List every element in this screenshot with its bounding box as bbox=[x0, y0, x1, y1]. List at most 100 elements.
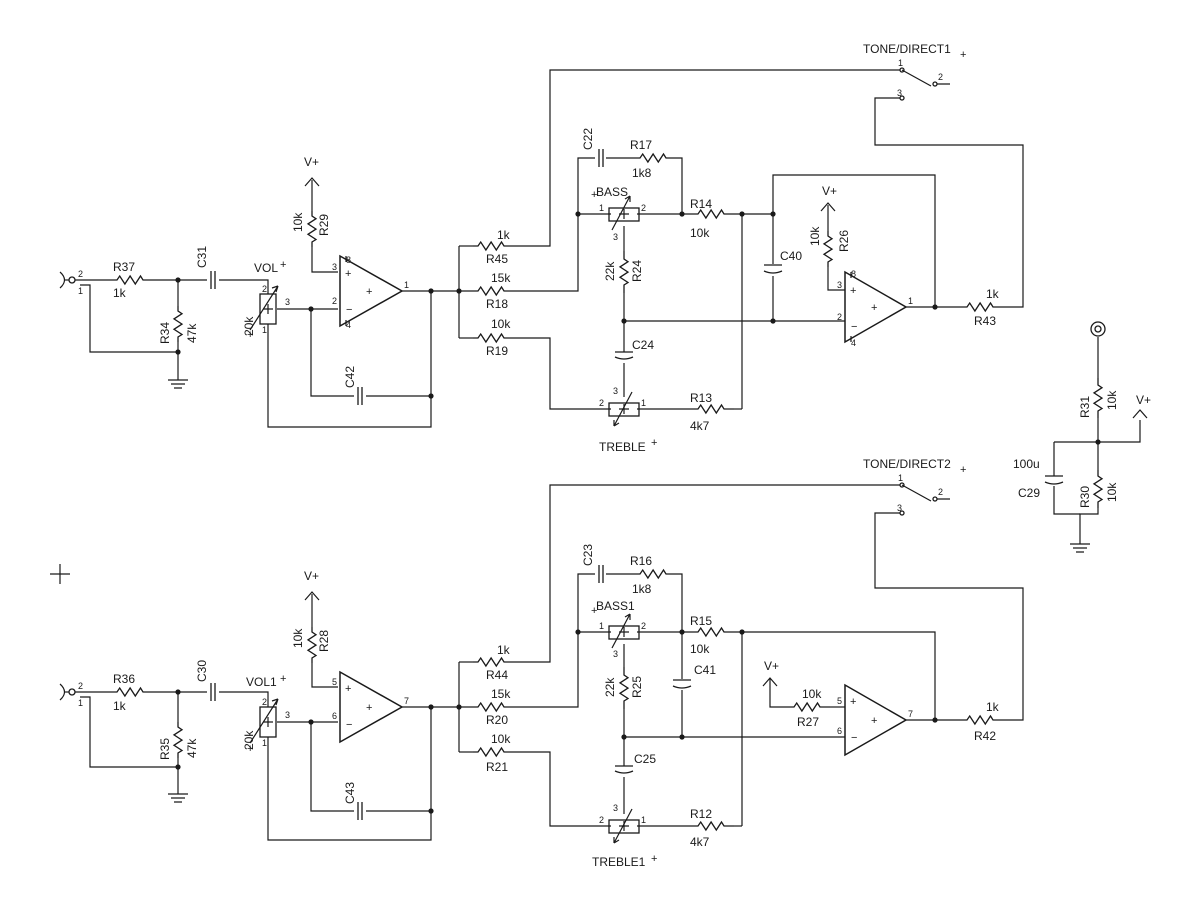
pin-number: 4 bbox=[851, 338, 856, 348]
junction bbox=[175, 349, 181, 355]
op-amp-minus-sign: − bbox=[851, 321, 857, 333]
pin-number: 2 bbox=[599, 398, 604, 408]
junction bbox=[456, 704, 462, 710]
label-r15: R15 bbox=[690, 614, 712, 628]
junction bbox=[575, 629, 581, 635]
resistor-r37 bbox=[109, 274, 153, 286]
op-amp-minus-sign: − bbox=[346, 719, 352, 731]
resistor-r42 bbox=[959, 714, 1003, 726]
label-c23: C23 bbox=[581, 544, 595, 566]
component-labels: R37 1k R34 47k C31 VOL + 20k + V+ 10k R2… bbox=[113, 42, 1151, 869]
pin-number: 2 bbox=[641, 203, 646, 213]
label-r15-value: 10k bbox=[690, 642, 710, 656]
label-r29-value: 10k bbox=[291, 212, 305, 232]
resistor-r20 bbox=[473, 701, 517, 713]
label-bass: BASS bbox=[596, 185, 628, 199]
potentiometer-vol bbox=[249, 285, 279, 331]
label-r27-value: 10k bbox=[802, 687, 822, 701]
label-r25: R25 bbox=[630, 676, 644, 698]
label-treble1-plus: + bbox=[651, 853, 657, 865]
label-r25-value: 22k bbox=[603, 677, 617, 697]
potentiometer-bass1 bbox=[608, 613, 640, 649]
capacitor-c22 bbox=[598, 149, 604, 167]
capacitor-c25 bbox=[614, 765, 634, 774]
junction bbox=[679, 734, 685, 740]
label-r45-value: 1k bbox=[497, 228, 511, 242]
resistor-r31 bbox=[1092, 378, 1104, 418]
junction bbox=[308, 719, 314, 725]
resistor-r12 bbox=[690, 820, 734, 832]
label-c31: C31 bbox=[195, 246, 209, 268]
vplus-arrow bbox=[1132, 409, 1148, 419]
supply-connector bbox=[1090, 321, 1106, 337]
label-r35: R35 bbox=[158, 738, 172, 760]
vplus-arrow bbox=[762, 677, 778, 687]
capacitor-c29 bbox=[1044, 475, 1064, 485]
pin-number: 2 bbox=[938, 487, 943, 497]
pin-number: 8 bbox=[851, 269, 856, 279]
potentiometer-treble bbox=[608, 391, 640, 427]
junction bbox=[428, 704, 434, 710]
label-r14: R14 bbox=[690, 197, 712, 211]
pin-number: 3 bbox=[332, 262, 337, 272]
op-amp-plus-sign: + bbox=[345, 683, 351, 695]
capacitors bbox=[210, 149, 1064, 820]
label-vplus: V+ bbox=[304, 569, 319, 583]
label-c41: C41 bbox=[694, 663, 716, 677]
pin-number: 2 bbox=[599, 815, 604, 825]
junction bbox=[1095, 439, 1101, 445]
vplus-arrows bbox=[304, 177, 1148, 687]
junction bbox=[621, 318, 627, 324]
junction bbox=[679, 211, 685, 217]
label-treble: TREBLE bbox=[599, 440, 646, 454]
label-c29: C29 bbox=[1018, 486, 1040, 500]
label-c25: C25 bbox=[634, 752, 656, 766]
resistor-r21 bbox=[473, 746, 517, 758]
pin-number: 1 bbox=[908, 296, 913, 306]
resistor-r29 bbox=[306, 211, 318, 247]
label-r34-value: 47k bbox=[185, 323, 199, 343]
label-vol-plus: + bbox=[280, 259, 286, 271]
resistor-r16 bbox=[637, 568, 671, 580]
pin-number: 1 bbox=[599, 621, 604, 631]
pin-number: 3 bbox=[613, 232, 618, 242]
label-c24: C24 bbox=[632, 338, 654, 352]
resistors bbox=[109, 152, 1104, 832]
label-r31-value: 10k bbox=[1105, 390, 1119, 410]
label-r44: R44 bbox=[486, 668, 508, 682]
label-vol: VOL bbox=[254, 261, 278, 275]
pin-number: 2 bbox=[262, 697, 267, 707]
label-r30: R30 bbox=[1078, 486, 1092, 508]
resistor-r13 bbox=[690, 403, 734, 415]
op-amp-out-sign: + bbox=[871, 302, 877, 314]
pin-number: 2 bbox=[332, 296, 337, 306]
label-r12: R12 bbox=[690, 807, 712, 821]
label-vplus: V+ bbox=[1136, 393, 1151, 407]
op-amp-out-sign: + bbox=[366, 286, 372, 298]
label-r45: R45 bbox=[486, 252, 508, 266]
ground-symbol bbox=[168, 793, 188, 803]
label-bass-plus: + bbox=[591, 189, 597, 201]
label-r17-value: 1k8 bbox=[632, 166, 652, 180]
label-r27: R27 bbox=[797, 715, 819, 729]
pin-number: 1 bbox=[78, 286, 83, 296]
label-r16-value: 1k8 bbox=[632, 582, 652, 596]
op-amp-u1: + − + 3 2 8 4 1 bbox=[332, 254, 409, 330]
label-r36: R36 bbox=[113, 672, 135, 686]
potentiometer-vol1 bbox=[249, 698, 279, 744]
resistor-r34 bbox=[172, 306, 184, 342]
pin-number: 3 bbox=[613, 803, 618, 813]
label-c22: C22 bbox=[581, 128, 595, 150]
resistor-r30 bbox=[1092, 470, 1104, 508]
label-bass1-plus: + bbox=[591, 605, 597, 617]
label-c40: C40 bbox=[780, 249, 802, 263]
resistor-r14 bbox=[690, 208, 734, 220]
resistor-r44 bbox=[473, 656, 517, 668]
input-jack-1 bbox=[59, 271, 76, 289]
pin-number: 2 bbox=[78, 681, 83, 691]
label-tone2-plus: + bbox=[960, 464, 966, 476]
junction bbox=[428, 393, 434, 399]
junction bbox=[428, 288, 434, 294]
label-r35-value: 47k bbox=[185, 738, 199, 758]
label-r36-value: 1k bbox=[113, 699, 127, 713]
